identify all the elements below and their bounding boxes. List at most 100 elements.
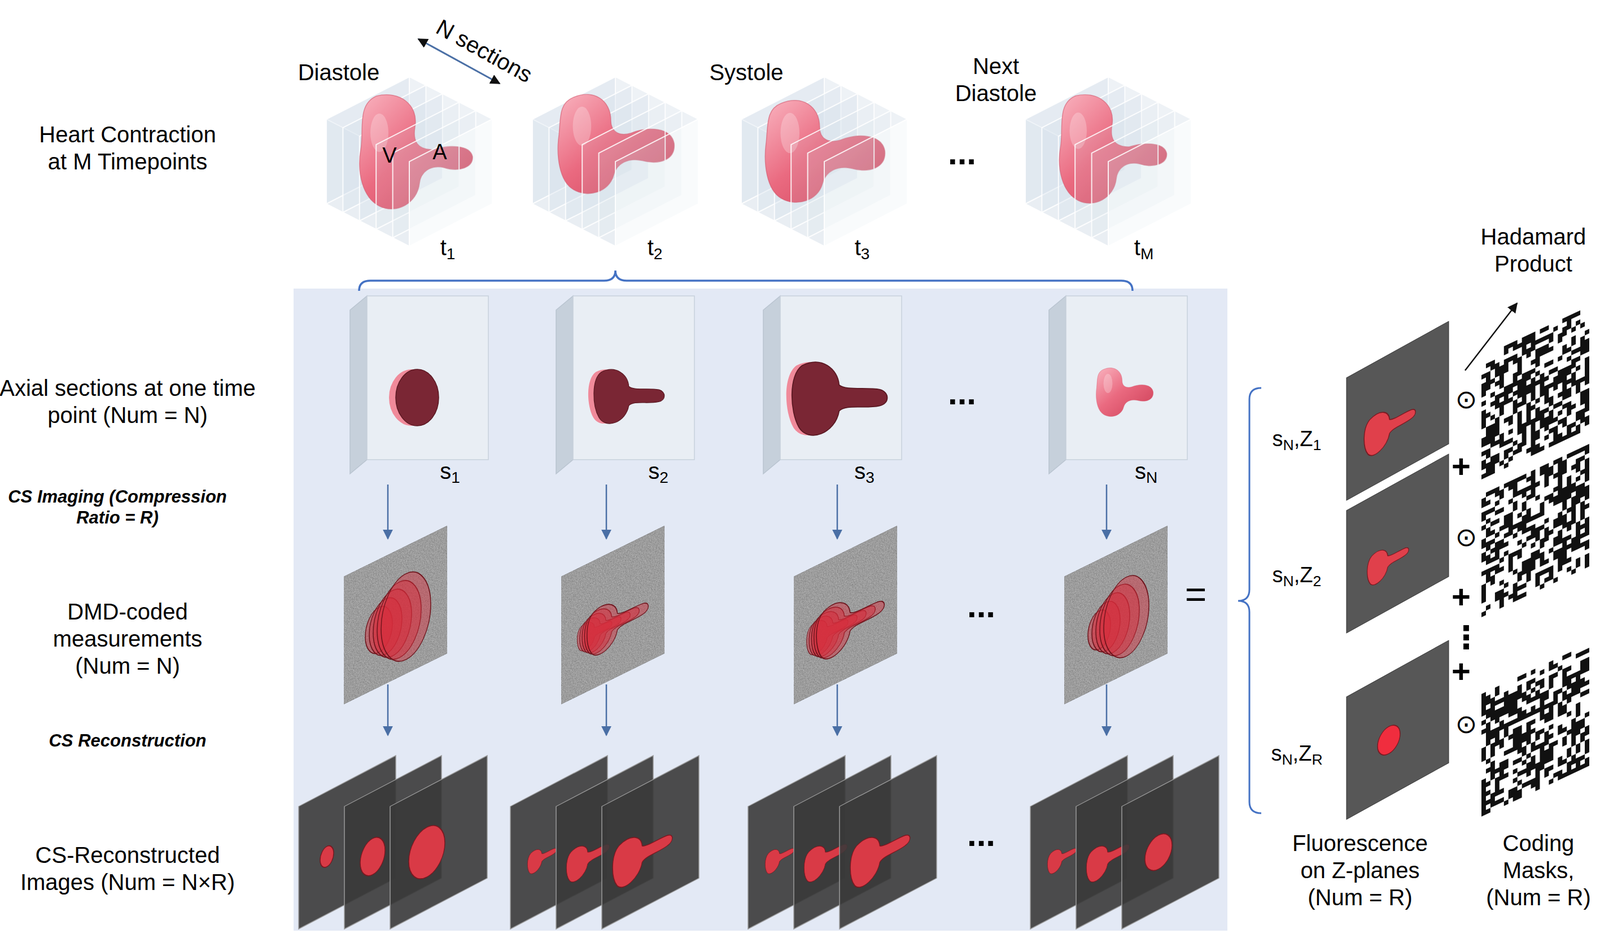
panel-base — [793, 525, 898, 705]
slab-face — [366, 295, 489, 460]
dmd-measurement — [793, 525, 898, 705]
text-fragment: s — [648, 458, 660, 484]
text-fragment: s — [1272, 562, 1284, 587]
reconstructed-section — [320, 842, 334, 871]
section-slab — [409, 119, 493, 247]
reconstructed-section — [612, 815, 673, 893]
text-fragment: ... — [947, 133, 977, 172]
text-fragment: Axial sections at one time point (Num = … — [0, 375, 256, 428]
slab-side — [1048, 295, 1066, 474]
text-fragment: N — [1146, 468, 1158, 487]
flow-arrow — [387, 484, 389, 539]
group-brace — [1238, 387, 1262, 813]
plane-face — [1346, 640, 1449, 820]
text-fragment: s — [854, 458, 866, 484]
panel-noise — [561, 525, 665, 705]
flow-arrow — [605, 484, 608, 539]
text-fragment: 3 — [860, 245, 871, 263]
panel-base — [343, 525, 448, 705]
axis-label: N sections — [413, 3, 556, 99]
background-band — [293, 288, 1228, 931]
text-fragment: ,Z — [1292, 741, 1313, 765]
text-fragment: s — [439, 458, 452, 484]
section-label: s3 — [838, 457, 890, 488]
section-slab — [1108, 119, 1192, 247]
text-fragment: Diastole — [298, 59, 380, 85]
text-fragment: Next Diastole — [955, 53, 1038, 106]
section-label: s2 — [632, 457, 684, 488]
flow-arrow — [387, 684, 389, 736]
column-label: Coding Masks, (Num = R) — [1479, 829, 1598, 911]
heart-highlight — [1103, 373, 1113, 393]
hadamard-symbol: ⊙ — [1449, 521, 1484, 553]
panel-noise — [793, 525, 898, 705]
text-fragment: 2 — [1313, 572, 1322, 590]
text-fragment: t — [1134, 234, 1141, 260]
slab-face — [1065, 295, 1188, 460]
text-fragment: R — [1311, 750, 1323, 768]
text-fragment: CS Reconstruction — [48, 730, 207, 751]
flow-arrow — [605, 684, 608, 736]
text-fragment: Fluorescence on Z-planes (Num = R) — [1292, 830, 1428, 910]
slab-side — [350, 295, 367, 474]
text-fragment: N — [1281, 750, 1293, 768]
heart-section — [792, 361, 888, 435]
text-fragment: ... — [967, 815, 996, 854]
plane-label: sN,Z2 — [1260, 562, 1334, 591]
fluorescence-section — [1364, 392, 1416, 461]
plane-face — [839, 755, 937, 929]
heart-highlight — [573, 106, 592, 146]
text-fragment: t — [440, 234, 447, 260]
plus-sign: + — [1444, 651, 1479, 692]
text-fragment: 2 — [653, 245, 663, 263]
flow-arrow — [836, 484, 839, 539]
text-fragment: CS Imaging (Compression Ratio = R) — [7, 486, 227, 528]
text-fragment: ⊙ — [1455, 709, 1478, 739]
text-fragment: A — [432, 140, 447, 164]
reconstructed-plane — [601, 755, 699, 929]
phase-label: Next Diastole — [939, 52, 1053, 107]
ellipsis: ... — [941, 814, 1021, 855]
text-fragment: s — [1272, 426, 1284, 451]
vertical-ellipsis: ⋮ — [1449, 618, 1484, 657]
heart-surface — [1096, 367, 1154, 417]
text-fragment: M — [1140, 245, 1154, 263]
mask-base — [1481, 643, 1590, 817]
text-fragment: Heart Contraction at M Timepoints — [38, 121, 216, 174]
text-fragment: s — [1270, 741, 1282, 765]
reconstructed-section — [527, 838, 557, 877]
stacked-section — [587, 583, 649, 661]
time-label: t2 — [629, 233, 681, 264]
reconstructed-section — [764, 838, 794, 877]
text-fragment: = — [1185, 573, 1208, 615]
phase-label: Systole — [684, 58, 809, 86]
section-label: sN — [1120, 457, 1172, 488]
panel-base — [1064, 525, 1168, 705]
axial-section — [350, 295, 489, 474]
dmd-measurement — [1064, 525, 1168, 705]
plane-face — [390, 755, 488, 929]
coding-mask — [1481, 643, 1590, 817]
reconstructed-section — [408, 817, 445, 886]
slab-face — [573, 295, 695, 460]
plane-label: sN,ZR — [1260, 740, 1334, 769]
phase-label: Diastole — [276, 58, 401, 86]
text-fragment: t — [854, 234, 861, 260]
heart-volume — [1025, 76, 1192, 247]
text-fragment: CS-Reconstructed Images (Num = N×R) — [20, 842, 235, 895]
text-fragment: ⊙ — [1455, 384, 1478, 414]
flow-arrow — [1105, 684, 1108, 736]
panel-noise — [343, 525, 448, 705]
axial-section — [763, 295, 902, 474]
heart-section — [593, 369, 665, 424]
axial-section — [1048, 295, 1188, 474]
text-fragment: 1 — [446, 245, 456, 263]
panel-base — [561, 525, 665, 705]
heart-volume — [532, 76, 699, 247]
fluorescence-plane — [1346, 640, 1449, 820]
heart-shape — [1096, 367, 1154, 417]
time-label: t3 — [836, 233, 888, 264]
text-fragment: ⊙ — [1455, 522, 1478, 552]
hadamard-symbol: ⊙ — [1449, 383, 1484, 415]
section-label: s1 — [424, 457, 476, 488]
